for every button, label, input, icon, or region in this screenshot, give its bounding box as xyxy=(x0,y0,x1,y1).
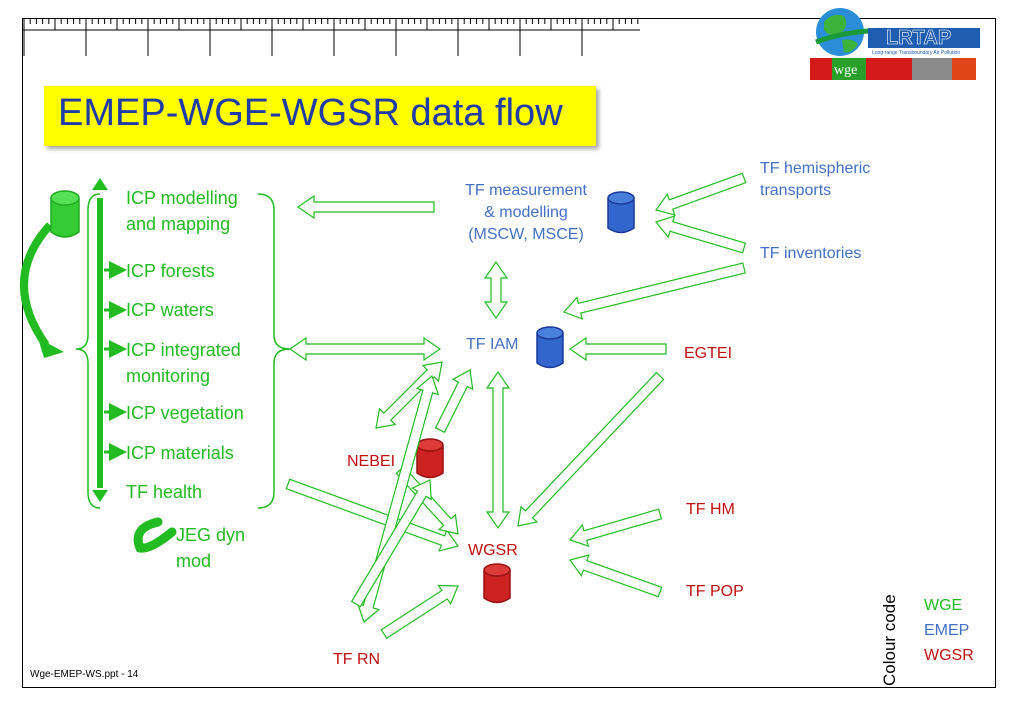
arrow-hemispheric-to-measurement xyxy=(655,172,747,216)
arrow-iam-wgsr xyxy=(485,370,511,530)
title-box: EMEP-WGE-WGSR data flow xyxy=(44,86,596,146)
legend-item-wgsr: WGSR xyxy=(924,647,974,664)
arrow-health-to-wgsr xyxy=(285,478,459,552)
legend-item-emep: EMEP xyxy=(924,622,970,639)
icp-waters-label: ICP waters xyxy=(126,300,214,320)
flow-arrows xyxy=(285,172,747,640)
tf-iam-label: TF IAM xyxy=(466,336,519,353)
legend-item-wge: WGE xyxy=(924,597,963,614)
logo-tagline: Long-range Transboundary Air Pollution xyxy=(872,50,960,56)
jeg-label: JEG dyn mod xyxy=(176,525,246,571)
icp-forests-label: ICP forests xyxy=(126,261,215,281)
arrow-icp-iam xyxy=(288,336,442,362)
arrow-pop-to-wgsr xyxy=(569,554,663,598)
arrow-nebei-to-wgsr xyxy=(395,465,459,535)
egtei-label: EGTEI xyxy=(684,345,733,362)
tf-hemispheric-label: TF hemispheric transports xyxy=(760,160,871,199)
lrtap-logo: LRTAP Long-range Transboundary Air Pollu… xyxy=(810,8,980,80)
slide-frame xyxy=(22,18,996,688)
arrow-measurement-to-icp xyxy=(296,194,435,220)
arrow-rn-to-wgsr xyxy=(380,584,459,640)
legend: WGE EMEP WGSR xyxy=(924,593,974,668)
icp-integrated-label: ICP integrated monitoring xyxy=(126,340,241,386)
tf-health-label: TF health xyxy=(126,482,203,502)
slide-footer: Wge-EMEP-WS.ppt - 14 xyxy=(30,669,139,680)
arrow-hm-to-wgsr xyxy=(568,508,663,548)
iam-database-icon xyxy=(536,326,564,369)
jeg-loop-icon xyxy=(133,517,177,553)
icp-vegetation-label: ICP vegetation xyxy=(126,403,244,423)
arrow-nebei-rn xyxy=(350,479,432,608)
page-title: EMEP-WGE-WGSR data flow xyxy=(58,92,563,134)
wge-branch-lines xyxy=(92,178,127,502)
icp-materials-label: ICP materials xyxy=(126,443,234,463)
tf-rn-label: TF RN xyxy=(333,651,381,668)
arrow-inventories-to-iam xyxy=(562,262,746,320)
logo-sub: wge xyxy=(834,63,857,78)
arrow-egtei-to-wgsr xyxy=(517,371,665,527)
top-ruler xyxy=(22,18,640,56)
wgsr-database-icon xyxy=(483,563,511,604)
wgsr-label: WGSR xyxy=(468,542,518,559)
tf-measurement-label: TF measurement & modelling (MSCW, MSCE) xyxy=(465,182,587,243)
emep-database-icon xyxy=(607,191,635,234)
nebei-database-icon xyxy=(416,438,444,479)
left-brace xyxy=(75,193,101,509)
legend-title: Colour code xyxy=(880,594,899,686)
wge-database-icon xyxy=(50,190,80,238)
nebei-label: NEBEI xyxy=(347,453,396,470)
icp-modelling-label: ICP modelling and mapping xyxy=(126,188,238,234)
tf-inventories-label: TF inventories xyxy=(760,245,862,262)
tf-pop-label: TF POP xyxy=(686,583,744,600)
arrow-measurement-iam xyxy=(483,260,509,320)
tf-hm-label: TF HM xyxy=(686,501,735,518)
wge-loop-arrow xyxy=(20,222,53,348)
arrow-nebei-iam xyxy=(375,361,443,429)
arrow-inventories-to-measurement xyxy=(654,215,747,254)
arrow-nebei-to-iam-2 xyxy=(434,369,474,434)
logo-brand: LRTAP xyxy=(886,27,951,49)
arrow-egtei-to-iam xyxy=(568,336,667,362)
right-brace xyxy=(257,193,291,509)
